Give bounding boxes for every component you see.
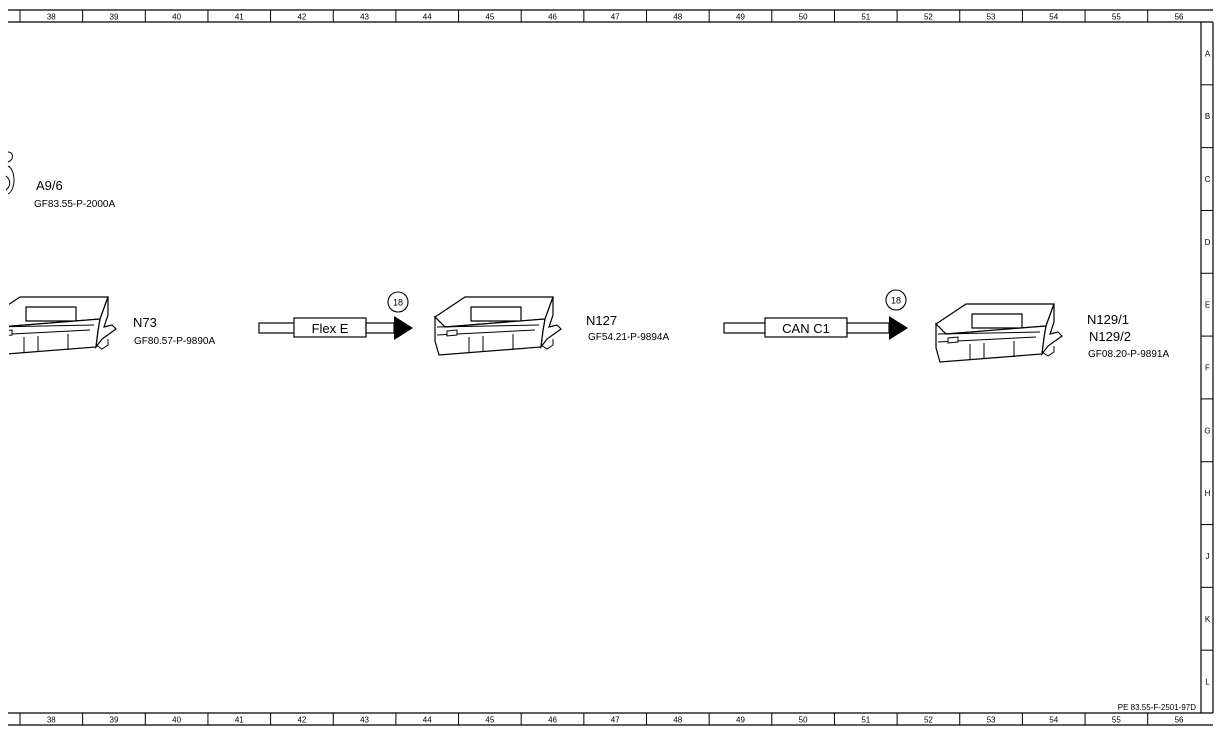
row-letter: J <box>1206 552 1210 561</box>
flex-e-arrow-head <box>394 316 413 340</box>
column-number: 45 <box>485 716 494 725</box>
column-number: 55 <box>1112 716 1121 725</box>
can-c1-connection: CAN C1 18 <box>723 289 908 340</box>
a9-6-symbol <box>5 151 15 195</box>
row-letter: F <box>1205 364 1210 373</box>
column-number: 50 <box>799 13 808 22</box>
flex-e-bus-label: Flex E <box>312 321 349 336</box>
can-c1-ref-number: 18 <box>891 296 901 306</box>
column-number: 47 <box>611 13 620 22</box>
column-number: 50 <box>799 716 808 725</box>
flex-e-connection: Flex E 18 <box>258 291 413 340</box>
row-letter: C <box>1205 175 1211 184</box>
a9-6-label: A9/6 <box>36 178 63 193</box>
n73-reference[interactable]: GF80.57-P-9890A <box>134 336 215 347</box>
column-number: 38 <box>47 716 56 725</box>
drawing-code: PE 83.55-F-2501-97D <box>1118 703 1196 712</box>
row-letter: A <box>1205 49 1211 58</box>
row-letter: L <box>1205 678 1210 687</box>
column-number: 56 <box>1175 716 1184 725</box>
column-number: 42 <box>297 13 306 22</box>
row-letter: B <box>1205 112 1210 121</box>
column-number: 51 <box>861 716 870 725</box>
column-number: 48 <box>673 716 682 725</box>
row-letter: G <box>1204 426 1210 435</box>
column-number: 40 <box>172 716 181 725</box>
a9-6-reference[interactable]: GF83.55-P-2000A <box>34 199 115 210</box>
n129-reference[interactable]: GF08.20-P-9891A <box>1088 349 1169 360</box>
column-number: 55 <box>1112 13 1121 22</box>
column-number: 52 <box>924 13 933 22</box>
column-number: 52 <box>924 716 933 725</box>
column-number: 51 <box>861 13 870 22</box>
n73-label: N73 <box>133 315 157 330</box>
n127-label: N127 <box>586 313 617 328</box>
column-number: 39 <box>110 13 119 22</box>
column-number: 54 <box>1049 13 1058 22</box>
column-number: 53 <box>987 716 996 725</box>
column-number: 44 <box>423 13 432 22</box>
column-number: 53 <box>987 13 996 22</box>
column-ruler-bottom: 38 39 40 41 42 43 44 45 46 47 48 49 50 51 52 53 54 55 56 <box>19 713 1184 725</box>
row-letter: H <box>1205 489 1211 498</box>
n129-1-label: N129/1 <box>1087 312 1129 327</box>
column-number: 47 <box>611 716 620 725</box>
n129-component: N129/1 N129/2 GF08.20-P-9891A <box>935 303 1169 363</box>
column-ruler-top: 38 39 40 41 42 43 44 45 46 47 48 49 50 51 52 53 54 55 56 <box>19 10 1184 22</box>
column-number: 38 <box>47 13 56 22</box>
column-number: 39 <box>110 716 119 725</box>
n129-module-symbol <box>935 303 1063 363</box>
column-number: 49 <box>736 716 745 725</box>
row-ruler-right: A B C D E F G H J K L <box>1201 49 1213 687</box>
can-c1-arrow-head <box>889 316 908 340</box>
sheet-frame <box>8 9 1214 726</box>
column-number: 40 <box>172 13 181 22</box>
row-letter: D <box>1205 238 1211 247</box>
flex-e-ref-number: 18 <box>393 298 403 308</box>
n129-2-label: N129/2 <box>1089 329 1131 344</box>
column-number: 44 <box>423 716 432 725</box>
column-number: 42 <box>297 716 306 725</box>
column-number: 45 <box>485 13 494 22</box>
n127-component: N127 GF54.21-P-9894A <box>434 296 669 356</box>
n127-reference[interactable]: GF54.21-P-9894A <box>588 332 669 343</box>
n127-module-symbol <box>434 296 562 356</box>
column-number: 48 <box>673 13 682 22</box>
column-number: 46 <box>548 716 557 725</box>
can-c1-ref-circle[interactable] <box>885 289 907 311</box>
column-number: 56 <box>1175 13 1184 22</box>
row-letter: E <box>1205 301 1210 310</box>
column-number: 43 <box>360 13 369 22</box>
can-c1-bus-label: CAN C1 <box>782 321 830 336</box>
column-number: 46 <box>548 13 557 22</box>
column-number: 54 <box>1049 716 1058 725</box>
flex-e-ref-circle[interactable] <box>387 291 409 313</box>
column-number: 41 <box>235 13 244 22</box>
column-number: 43 <box>360 716 369 725</box>
column-number: 41 <box>235 716 244 725</box>
n73-module-symbol <box>0 296 117 356</box>
a9-6-component: A9/6 GF83.55-P-2000A <box>5 151 115 210</box>
row-letter: K <box>1205 615 1211 624</box>
column-number: 49 <box>736 13 745 22</box>
n73-component: N73 GF80.57-P-9890A <box>0 290 215 370</box>
